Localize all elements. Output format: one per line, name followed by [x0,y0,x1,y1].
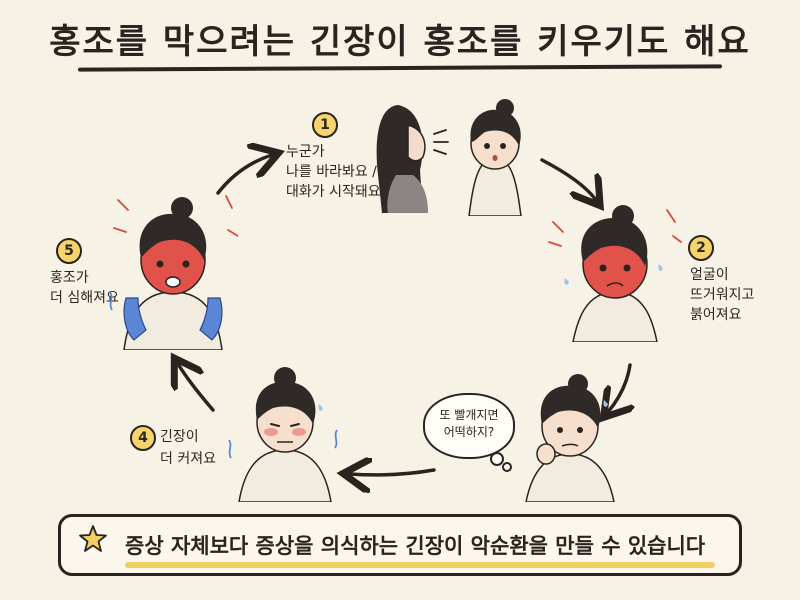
blushing-girl-figure [548,205,682,342]
thought-text: 어떡하지? [443,425,495,439]
step-number-5: 5 [56,238,82,264]
step-5-text: 홍조가 [50,270,89,286]
eye-contact-lines-icon [433,129,449,155]
surprised-girl-figure [468,99,522,216]
thought-dot [502,462,512,472]
arrow-2-to-3 [608,363,630,412]
arrow-1-to-2 [540,158,596,200]
looking-person-figure [376,105,428,213]
star-icon [79,525,107,552]
step-1-text: 나를 바라봐요 / [286,164,377,180]
step-4-text: 더 커져요 [160,451,216,467]
step-number-2: 2 [688,235,714,261]
step-1-text: 대화가 시작돼요 [286,184,381,200]
page-title: 홍조를 막으려는 긴장이 홍조를 키우기도 해요 [49,22,751,62]
arrow-5-to-1 [216,155,272,195]
step-1-text: 누군가 [286,144,325,160]
summary-text: 증상 자체보다 증상을 의식하는 긴장이 악순환을 만들 수 있습니다 [125,534,706,558]
arrow-3-to-4 [350,470,436,475]
arrow-4-to-5 [178,364,215,412]
very-flushed-girl-figure [109,195,238,350]
worried-thinking-girl-figure [525,374,615,502]
tense-girl-figure [228,367,338,502]
worry-thought-bubble: 또 빨개지면 어떡하지? [423,393,515,459]
step-number-4: 4 [130,425,156,451]
step-2-text: 붉어져요 [690,307,742,323]
step-2-text: 뜨거워지고 [690,287,755,303]
thought-dot [490,452,504,466]
thought-text: 또 빨개지면 [439,408,499,422]
step-5-text: 더 심해져요 [50,290,119,306]
step-number-1: 1 [312,112,338,138]
step-4-text: 긴장이 [160,429,199,445]
step-2-text: 얼굴이 [690,267,729,283]
summary-highlight [125,562,715,568]
